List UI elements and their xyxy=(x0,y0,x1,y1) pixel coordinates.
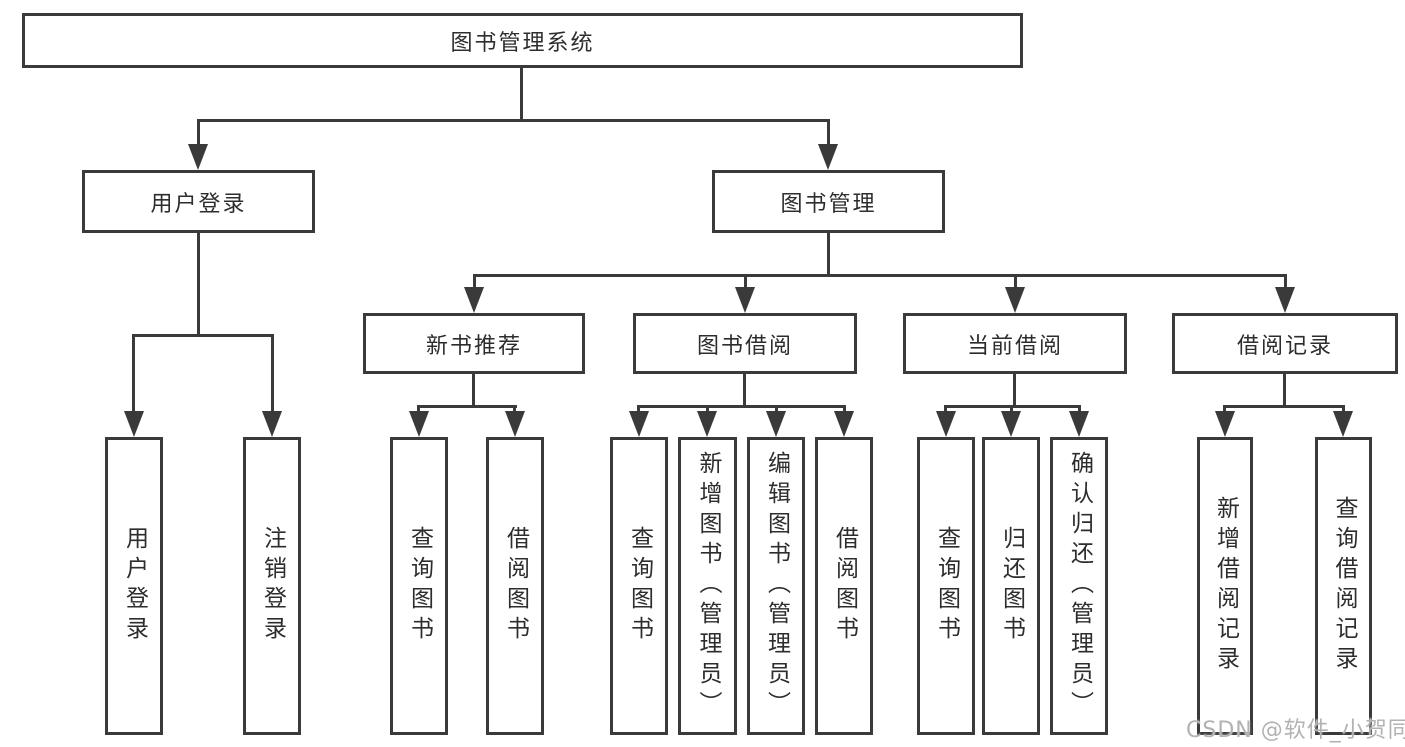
connector-line xyxy=(827,233,830,277)
connector-line xyxy=(637,405,640,415)
connector-line xyxy=(1013,374,1016,408)
connector-line xyxy=(197,119,200,147)
connector-line xyxy=(271,334,274,414)
arrow-down-icon xyxy=(697,411,717,437)
arrow-down-icon xyxy=(735,287,755,313)
connector-line xyxy=(827,119,830,147)
connector-line xyxy=(197,233,200,337)
arrow-down-icon xyxy=(505,411,525,437)
leaf-borrow-borrow-books: 借阅图书 xyxy=(815,437,873,735)
connector-line xyxy=(843,405,846,415)
connector-line xyxy=(132,334,135,414)
connector-line xyxy=(473,274,1286,277)
connector-line xyxy=(520,68,523,121)
connector-line xyxy=(1223,405,1226,415)
arrow-down-icon xyxy=(1333,411,1353,437)
connector-line xyxy=(132,334,274,337)
leaf-records-add-record: 新增借阅记录 xyxy=(1197,437,1253,735)
arrow-down-icon xyxy=(262,411,282,437)
arrow-down-icon xyxy=(936,411,956,437)
arrow-down-icon xyxy=(766,411,786,437)
arrow-down-icon xyxy=(409,411,429,437)
connector-line xyxy=(1342,405,1345,415)
watermark: CSDN @软件_小贺同学 xyxy=(1186,718,1405,743)
connector-line xyxy=(1010,405,1013,415)
connector-line xyxy=(944,405,947,415)
connector-line xyxy=(1014,274,1017,290)
leaf-rec-search-books: 查询图书 xyxy=(390,437,448,735)
connector-line xyxy=(417,405,420,415)
connector-line xyxy=(1078,405,1081,415)
connector-line xyxy=(1284,274,1287,290)
leaf-current-confirm-return-admin: 确认归还（管理员） xyxy=(1050,437,1108,735)
connector-line xyxy=(706,405,709,415)
arrow-down-icon xyxy=(1275,287,1295,313)
arrow-down-icon xyxy=(1001,411,1021,437)
arrow-down-icon xyxy=(124,411,144,437)
leaf-user-login: 用户登录 xyxy=(105,437,163,735)
arrow-down-icon xyxy=(1069,411,1089,437)
connector-line xyxy=(744,274,747,290)
arrow-down-icon xyxy=(629,411,649,437)
connector-line xyxy=(1223,405,1345,408)
connector-line xyxy=(1283,374,1286,408)
connector-line xyxy=(743,374,746,408)
arrow-down-icon xyxy=(1005,287,1025,313)
arrow-down-icon xyxy=(834,411,854,437)
arrow-down-icon xyxy=(818,144,838,170)
node-new-book-recommendation: 新书推荐 xyxy=(363,313,585,374)
node-borrow-records: 借阅记录 xyxy=(1172,313,1398,374)
arrow-down-icon xyxy=(1215,411,1235,437)
node-book-management: 图书管理 xyxy=(712,170,945,233)
connector-line xyxy=(197,119,830,122)
node-library-management-system: 图书管理系统 xyxy=(22,13,1023,68)
node-user-login: 用户登录 xyxy=(82,170,315,233)
leaf-borrow-search-books: 查询图书 xyxy=(610,437,668,735)
arrow-down-icon xyxy=(464,287,484,313)
leaf-borrow-add-books-admin: 新增图书（管理员） xyxy=(678,437,737,735)
leaf-current-search-books: 查询图书 xyxy=(917,437,975,735)
leaf-rec-borrow-books: 借阅图书 xyxy=(486,437,544,735)
connector-line xyxy=(513,405,516,415)
connector-line xyxy=(472,374,475,408)
node-book-borrowing: 图书借阅 xyxy=(633,313,857,374)
connector-line xyxy=(775,405,778,415)
node-current-borrowing: 当前借阅 xyxy=(903,313,1127,374)
connector-line xyxy=(417,405,517,408)
leaf-records-search-record: 查询借阅记录 xyxy=(1315,437,1372,735)
leaf-current-return-books: 归还图书 xyxy=(982,437,1040,735)
leaf-borrow-edit-books-admin: 编辑图书（管理员） xyxy=(747,437,805,735)
arrow-down-icon xyxy=(188,144,208,170)
connector-line xyxy=(473,274,476,290)
connector-line xyxy=(637,405,846,408)
leaf-logout: 注销登录 xyxy=(243,437,301,735)
